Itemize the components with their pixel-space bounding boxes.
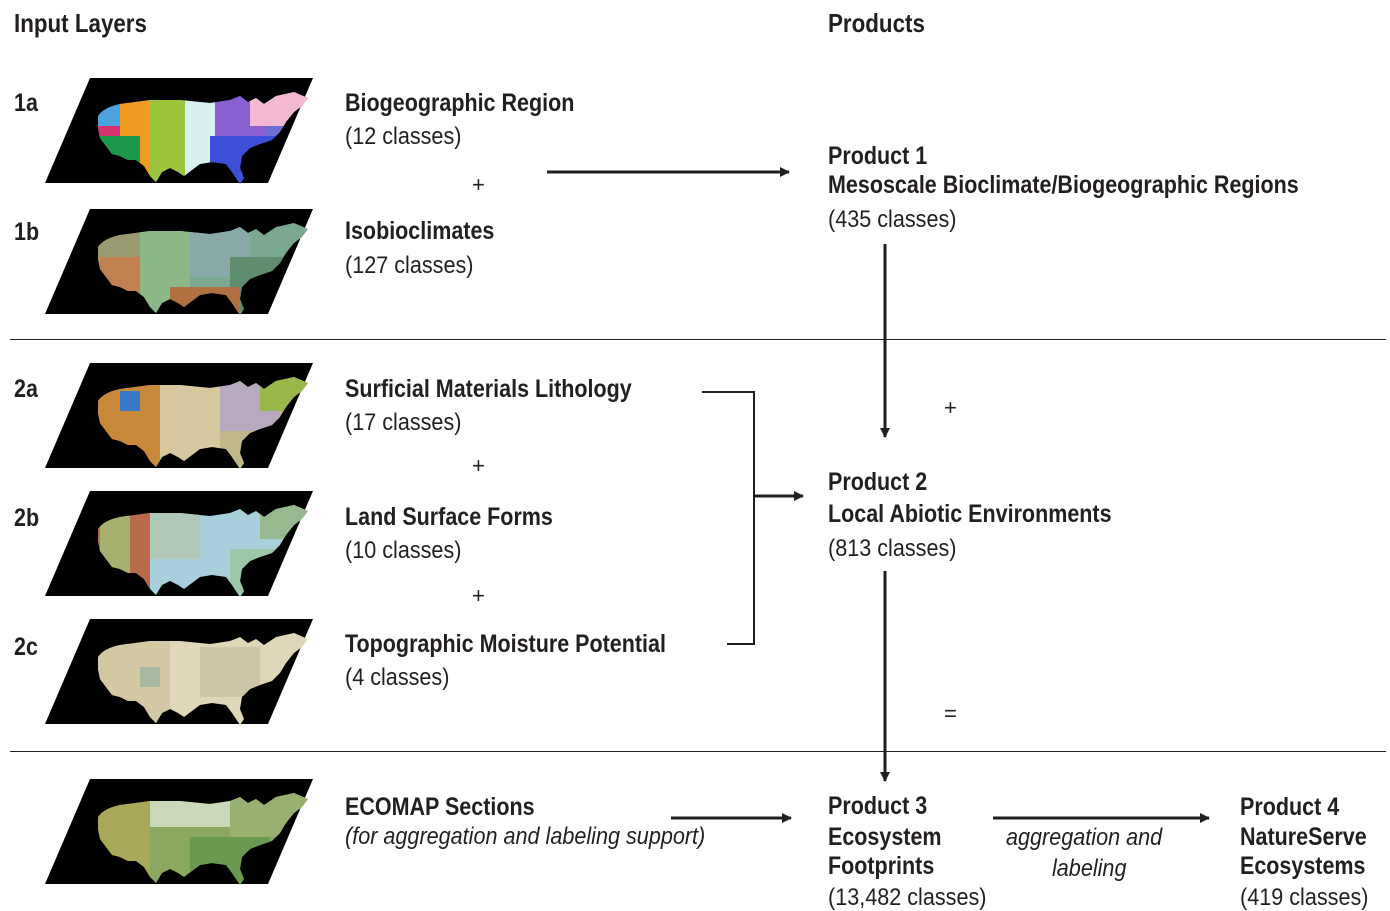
edge-label-line-1: aggregation and [1006, 824, 1163, 851]
product-2-name: Local Abiotic Environments [828, 500, 1112, 528]
bracket-2-inputs [702, 391, 755, 645]
input-classes-land-surface-forms: (10 classes) [345, 537, 462, 564]
layer-id-2a: 2a [14, 375, 38, 403]
map-2b-thumbnail [45, 491, 313, 597]
product-3-name-line-1: Ecosystem [828, 823, 942, 851]
layer-id-2c: 2c [14, 633, 38, 661]
product-2-title: Product 2 [828, 468, 928, 496]
plus-operator: + [472, 172, 485, 197]
equals-operator: = [944, 701, 957, 726]
plus-operator: + [472, 453, 485, 478]
layer-id-1a: 1a [14, 89, 38, 117]
product-4-name-line-1: NatureServe [1240, 823, 1367, 851]
input-name-land-surface-forms: Land Surface Forms [345, 503, 553, 531]
input-classes-surficial-materials: (17 classes) [345, 409, 462, 436]
map-2a-thumbnail [45, 363, 313, 469]
product-1-title: Product 1 [828, 142, 928, 170]
input-name-topographic-moisture: Topographic Moisture Potential [345, 630, 666, 658]
products-heading: Products [828, 8, 925, 38]
input-name-isobioclimates: Isobioclimates [345, 217, 495, 245]
product-2-classes: (813 classes) [828, 535, 957, 562]
divider-line [10, 339, 1386, 340]
input-classes-topographic-moisture: (4 classes) [345, 664, 450, 691]
product-1-classes: (435 classes) [828, 206, 957, 233]
layer-id-1b: 1b [14, 218, 40, 246]
map-1a-thumbnail [45, 78, 313, 184]
plus-operator: + [472, 583, 485, 608]
input-note-ecomap-sections: (for aggregation and labeling support) [345, 823, 706, 850]
layer-id-2b: 2b [14, 504, 40, 532]
product-3-name-line-2: Footprints [828, 852, 935, 880]
product-4-name-line-2: Ecosystems [1240, 852, 1366, 880]
map-1b-thumbnail [45, 209, 313, 315]
divider-line [10, 751, 1386, 752]
plus-operator: + [944, 395, 957, 420]
product-4-classes: (419 classes) [1240, 884, 1369, 911]
input-name-biogeographic-region: Biogeographic Region [345, 89, 575, 117]
input-name-ecomap-sections: ECOMAP Sections [345, 793, 535, 821]
input-classes-isobioclimates: (127 classes) [345, 252, 474, 279]
edge-label-line-2: labeling [1052, 855, 1127, 882]
input-classes-biogeographic-region: (12 classes) [345, 123, 462, 150]
product-3-classes: (13,482 classes) [828, 884, 987, 911]
map-2c-thumbnail [45, 619, 313, 725]
product-4-title: Product 4 [1240, 793, 1340, 821]
map-ecomap-thumbnail [45, 779, 313, 885]
input-name-surficial-materials: Surficial Materials Lithology [345, 375, 632, 403]
input-layers-heading: Input Layers [14, 8, 147, 38]
product-1-name: Mesoscale Bioclimate/Biogeographic Regio… [828, 171, 1299, 199]
product-3-title: Product 3 [828, 792, 928, 820]
